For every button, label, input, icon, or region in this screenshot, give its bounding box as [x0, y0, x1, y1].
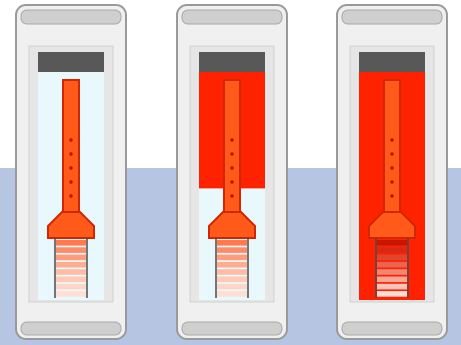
rod-dot: [390, 138, 393, 141]
rod-dot: [69, 180, 72, 183]
bellows-segment: [217, 240, 247, 246]
top-rail: [21, 10, 121, 24]
top-rail: [342, 10, 442, 24]
bellows-segment: [377, 277, 407, 283]
bellows-segment: [56, 240, 86, 246]
bellows-segment: [377, 255, 407, 261]
bellows-segment: [217, 262, 247, 268]
bellows-segment: [217, 291, 247, 297]
bellows-segment: [377, 262, 407, 268]
rod-dot: [390, 180, 393, 183]
rod: [384, 80, 400, 214]
bellows-segment: [217, 277, 247, 283]
panel-2-illustration: [176, 4, 288, 340]
rod: [224, 80, 240, 214]
rod-dot: [230, 166, 233, 169]
bellows-segment: [56, 255, 86, 261]
bellows-segment: [217, 269, 247, 275]
bellows-segment: [377, 269, 407, 275]
cap: [199, 52, 265, 72]
rod-dot: [69, 152, 72, 155]
bellows-segment: [377, 240, 407, 246]
panel-3-illustration: [336, 4, 448, 340]
rod-dot: [230, 180, 233, 183]
bellows-segment: [56, 277, 86, 283]
rod-dot: [69, 194, 72, 197]
bellows-segment: [56, 269, 86, 275]
bellows-segment: [217, 284, 247, 290]
bottom-rail: [21, 322, 121, 335]
rod-dot: [390, 194, 393, 197]
top-rail: [182, 10, 282, 24]
bottom-rail: [342, 322, 442, 335]
rod-dot: [390, 166, 393, 169]
panel-stage-3: [336, 4, 448, 340]
bellows-segment: [377, 247, 407, 253]
panel-stage-2: [176, 4, 288, 340]
rod: [63, 80, 79, 214]
bellows-segment: [377, 284, 407, 290]
bottom-rail: [182, 322, 282, 335]
panel-1-illustration: [15, 4, 127, 340]
rod-dot: [230, 194, 233, 197]
bellows-segment: [217, 255, 247, 261]
rod-dot: [69, 166, 72, 169]
rod-dot: [230, 138, 233, 141]
rod-dot: [390, 152, 393, 155]
cap: [359, 52, 425, 72]
rod-dot: [230, 152, 233, 155]
rod-dot: [69, 138, 72, 141]
bellows-segment: [56, 284, 86, 290]
bellows-segment: [56, 291, 86, 297]
bellows-segment: [56, 262, 86, 268]
cap: [38, 52, 104, 72]
panel-stage-1: [15, 4, 127, 340]
bellows-segment: [217, 247, 247, 253]
bellows-segment: [56, 247, 86, 253]
bellows-segment: [377, 291, 407, 297]
